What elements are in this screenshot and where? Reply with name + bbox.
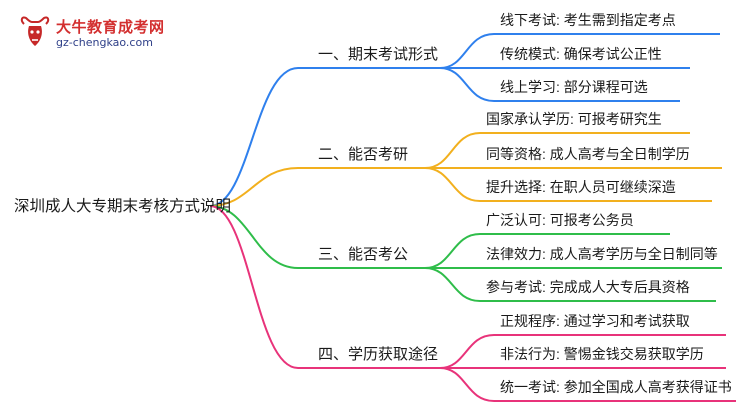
branch-4-leaf-3: 统一考试: 参加全国成人高考获得证书 — [500, 379, 732, 395]
branch-1-leaf-1: 线下考试: 考生需到指定考点 — [500, 12, 676, 28]
link-branch3-leaf3 — [424, 267, 481, 302]
link-root-branch2 — [209, 167, 299, 207]
link-branch2-leaf3 — [424, 167, 481, 202]
link-root-branch3 — [209, 205, 299, 269]
link-branch4-leaf1 — [439, 334, 495, 369]
branch-2-leaf-2: 同等资格: 成人高考与全日制学历 — [486, 146, 690, 162]
site-logo: 大牛教育成考网 gz-chengkao.com — [18, 14, 168, 54]
link-branch4-leaf3 — [439, 367, 495, 402]
branch-2-leaf-1: 国家承认学历: 可报考研究生 — [486, 111, 662, 127]
link-root-branch1 — [209, 67, 299, 207]
logo-title: 大牛教育成考网 — [56, 19, 165, 36]
branch-3-leaf-1: 广泛认可: 可报考公务员 — [486, 212, 634, 228]
branch-1-leaf-2: 传统模式: 确保考试公正性 — [500, 46, 662, 62]
bull-logo-icon — [20, 16, 50, 46]
link-branch3-leaf1 — [424, 233, 481, 269]
branch-2-label: 二、能否考研 — [318, 146, 409, 163]
link-root-branch4 — [209, 205, 299, 369]
link-branch1-leaf1 — [439, 33, 495, 69]
link-branch1-leaf3 — [439, 67, 495, 102]
branch-4-label: 四、学历获取途径 — [318, 346, 439, 363]
root-node-label: 深圳成人大专期末考核方式说明 — [14, 198, 232, 215]
branch-4-leaf-1: 正规程序: 通过学习和考试获取 — [500, 313, 690, 329]
branch-1-leaf-3: 线上学习: 部分课程可选 — [500, 79, 648, 95]
branch-4-leaf-2: 非法行为: 警惕金钱交易获取学历 — [500, 346, 704, 362]
branch-3-leaf-3: 参与考试: 完成成人大专后具资格 — [486, 279, 690, 295]
branch-2-leaf-3: 提升选择: 在职人员可继续深造 — [486, 179, 676, 195]
branch-3-leaf-2: 法律效力: 成人高考学历与全日制同等 — [486, 246, 718, 262]
branch-1-label: 一、期末考试形式 — [318, 46, 439, 63]
logo-url: gz-chengkao.com — [56, 36, 153, 49]
link-branch2-leaf1 — [424, 132, 481, 169]
branch-3-label: 三、能否考公 — [318, 246, 409, 263]
